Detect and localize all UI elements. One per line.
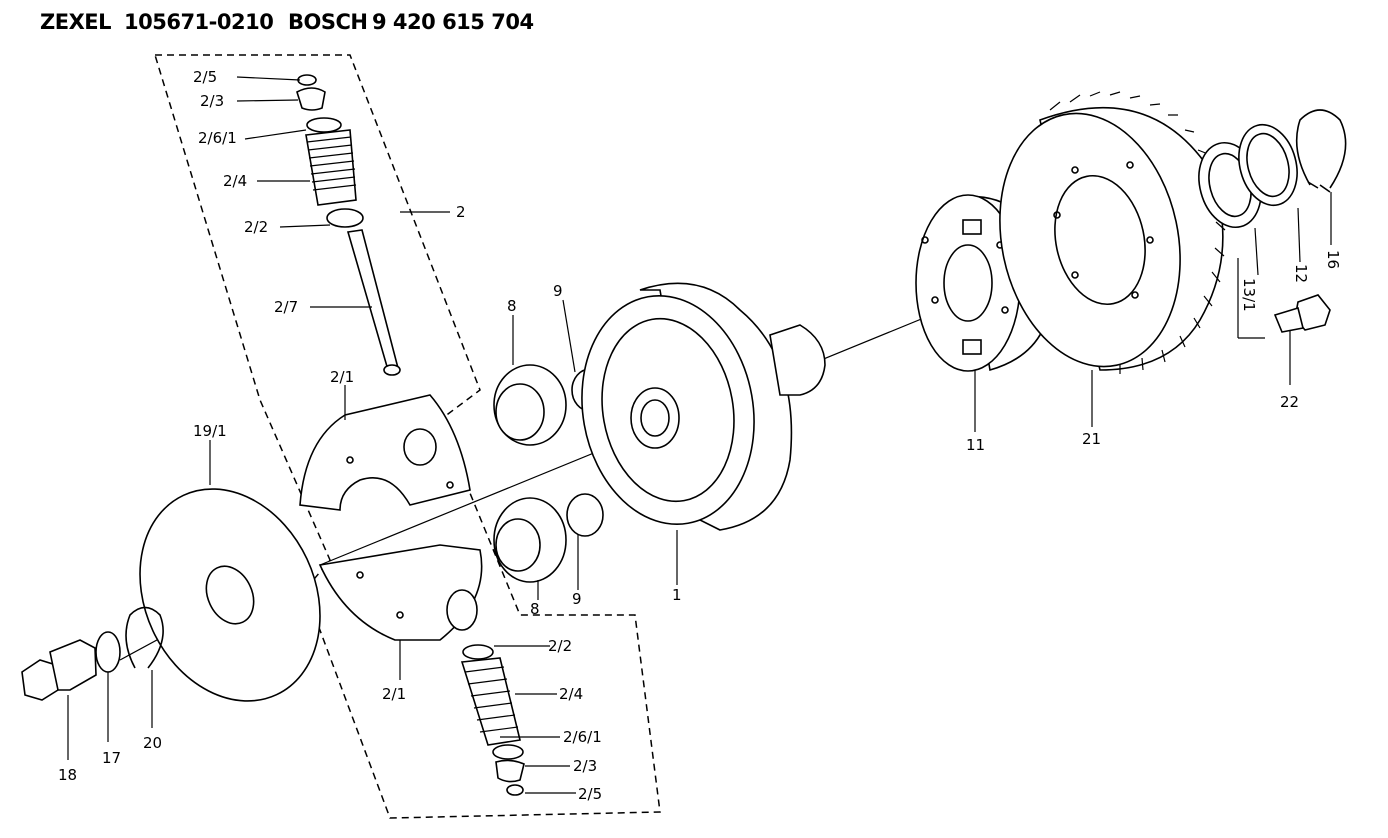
label-2-1-top: 2/1	[330, 368, 354, 386]
label-21: 21	[1082, 430, 1101, 448]
label-18: 18	[58, 766, 77, 784]
label-2-2-top: 2/2	[244, 218, 268, 236]
label-2-2-bot: 2/2	[548, 637, 572, 655]
label-20: 20	[143, 734, 162, 752]
label-2: 2	[456, 203, 466, 221]
label-11: 11	[966, 436, 985, 454]
nut-18	[21, 639, 97, 701]
header-brand-bosch: BOSCH	[288, 10, 368, 34]
flyweight-upper-hole	[403, 428, 437, 466]
label-2-3-bot: 2/3	[573, 757, 597, 775]
label-2-6-1-bot: 2/6/1	[563, 728, 602, 746]
label-2-1-bot: 2/1	[382, 685, 406, 703]
gear-21	[999, 91, 1226, 374]
ring-12	[1238, 123, 1298, 207]
bottom-spring-assembly	[460, 644, 525, 796]
header-part-number: 105671-0210	[124, 10, 274, 34]
top-spring-assembly	[296, 74, 401, 376]
governor-hub-1	[581, 282, 826, 531]
spacer-9-lower	[566, 493, 604, 537]
label-2-6-1-top: 2/6/1	[198, 129, 237, 147]
washer-17	[95, 631, 121, 673]
label-8-top: 8	[507, 297, 517, 315]
label-8-bot: 8	[530, 600, 540, 618]
header-brand-zexel: ZEXEL	[40, 10, 112, 34]
label-2-5-bot: 2/5	[578, 785, 602, 803]
flyweight-lower-hole	[446, 589, 478, 631]
flyweight-lower	[318, 544, 483, 641]
circlip-20	[125, 606, 164, 669]
label-2-4-top: 2/4	[223, 172, 247, 190]
label-19-1: 19/1	[193, 422, 227, 440]
label-2-7: 2/7	[274, 298, 298, 316]
circlip-16	[1295, 109, 1347, 189]
label-2-4-bot: 2/4	[559, 685, 583, 703]
label-2-3-top: 2/3	[200, 92, 224, 110]
label-12: 12	[1292, 264, 1310, 283]
label-9-bot: 9	[572, 590, 582, 608]
label-9-top: 9	[553, 282, 563, 300]
flyweight-upper	[299, 394, 471, 511]
bolt-22	[1273, 294, 1331, 333]
leader-lines	[67, 76, 1332, 794]
label-16: 16	[1324, 250, 1342, 269]
assembly-2-boundary	[153, 54, 661, 819]
label-2-5-top: 2/5	[193, 68, 217, 86]
label-17: 17	[102, 749, 121, 767]
label-13-1: 13/1	[1240, 278, 1258, 312]
header-bosch-number: 9 420 615 704	[372, 10, 534, 34]
label-22: 22	[1280, 393, 1299, 411]
label-1: 1	[672, 586, 682, 604]
